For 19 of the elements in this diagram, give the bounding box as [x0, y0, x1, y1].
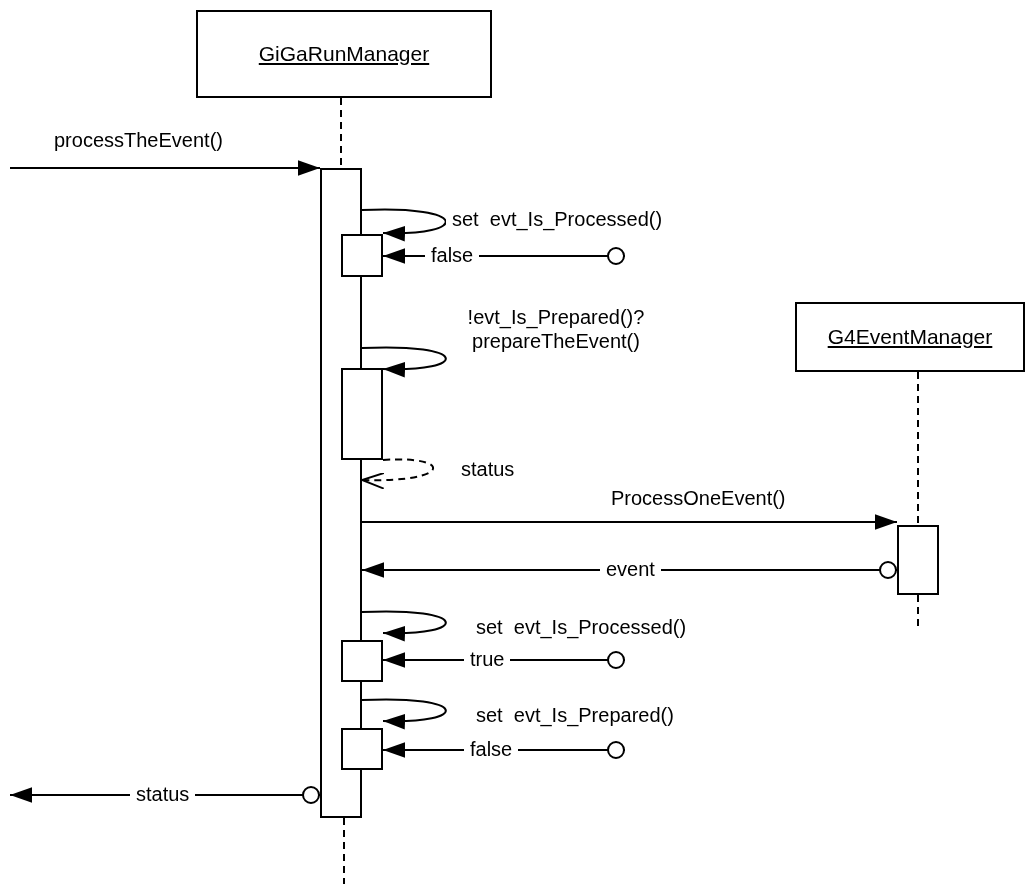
- activation-box: [341, 728, 383, 770]
- message-arrow: [9, 160, 321, 176]
- object-box: [795, 302, 1025, 372]
- object-name: G4EventManager: [827, 325, 993, 349]
- lifeline: [917, 371, 919, 526]
- object-box: [196, 10, 492, 98]
- message-arrow: [361, 458, 434, 489]
- message-arrow: [361, 208, 447, 241]
- message-arrow: [361, 698, 447, 729]
- activation-box: [341, 640, 383, 682]
- object-name: GiGaRunManager: [258, 42, 430, 66]
- message-arrow: [361, 514, 898, 530]
- message-arrow: [361, 346, 447, 377]
- activation-bar: [897, 525, 939, 595]
- activation-box: [341, 368, 383, 460]
- activation-box: [341, 234, 383, 277]
- message-arrow: [361, 610, 447, 641]
- message-arrow: [361, 561, 898, 579]
- message-label: !evt_Is_Prepared()? prepareTheEvent(): [466, 305, 646, 353]
